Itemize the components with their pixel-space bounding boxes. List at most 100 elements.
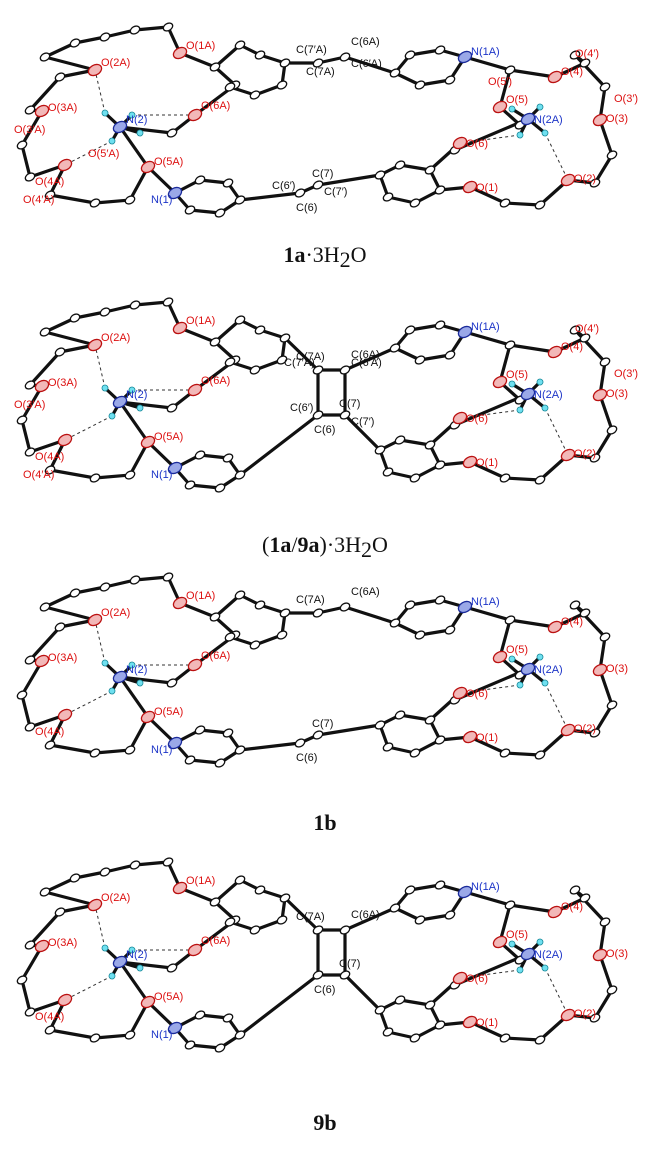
carbon-atom [194, 175, 206, 185]
carbon-atom [312, 180, 324, 190]
carbon-atom [249, 925, 261, 935]
carbon-atom [312, 925, 324, 935]
carbon-atom [569, 50, 581, 60]
carbon-atom [162, 22, 174, 32]
nitrogen-atom [520, 947, 536, 961]
caption-part: 2 [340, 247, 351, 272]
oxygen-atom [452, 971, 468, 985]
hydrogen-atom [516, 131, 524, 139]
nitrogen-atom [457, 885, 473, 899]
nitrogen-atom [112, 395, 128, 409]
carbon-atom [599, 82, 611, 92]
oxygen-atom [452, 686, 468, 700]
carbon-atom [279, 333, 291, 343]
bond [20, 418, 32, 454]
carbon-atom [234, 875, 246, 885]
bond [213, 65, 237, 87]
carbon-atom [194, 725, 206, 735]
hydrogen-bond [459, 409, 521, 419]
atom-label-n2: N(2) [126, 949, 147, 961]
carbon-atom [184, 1040, 196, 1050]
carbon-atom [39, 52, 51, 62]
bond [146, 440, 177, 470]
bond [393, 71, 422, 87]
carbon-atom [24, 1007, 36, 1017]
hydrogen-bond [459, 134, 521, 144]
carbon-atom [339, 52, 351, 62]
carbon-atom [214, 758, 226, 768]
oxygen-atom [592, 388, 608, 402]
carbon-atom [184, 480, 196, 490]
hydrogen-bond [544, 967, 569, 1016]
oxygen-atom [547, 345, 563, 359]
nitrogen-atom [112, 955, 128, 969]
bond [283, 896, 320, 932]
carbon-atom [99, 582, 111, 592]
carbon-atom [424, 165, 436, 175]
carbon-atom [54, 347, 66, 357]
carbon-atom [209, 62, 221, 72]
atom-label-c6: C(6) [314, 984, 335, 996]
hydrogen-atom [136, 964, 144, 972]
carbon-atom [129, 300, 141, 310]
atom-label-n2: N(2) [126, 664, 147, 676]
atom-label-o2a: O(2A) [101, 57, 130, 69]
carbon-atom [249, 90, 261, 100]
carbon-atom [312, 970, 324, 980]
bond [118, 125, 150, 169]
carbon-atom [44, 740, 56, 750]
atom-label-o5: O(5) [506, 644, 528, 656]
carbon-atom [234, 315, 246, 325]
carbon-atom [224, 917, 236, 927]
carbon-atom [249, 365, 261, 375]
hydrogen-bond [459, 969, 521, 979]
oxygen-atom [57, 433, 73, 447]
carbon-atom [606, 150, 618, 160]
bond [468, 185, 507, 205]
atom-label-o2: O(2) [574, 173, 596, 185]
oxygen-atom [140, 435, 156, 449]
carbon-atom [409, 748, 421, 758]
bond [48, 468, 97, 480]
bond [398, 713, 432, 722]
carbon-atom [24, 105, 36, 115]
atom-label-n1: N(1) [151, 194, 172, 206]
bond [468, 1020, 507, 1040]
hydrogen-atom [101, 384, 109, 392]
carbon-atom [214, 483, 226, 493]
oxygen-atom [560, 448, 576, 462]
caption-part: ( [262, 532, 269, 557]
atom-label-n2: N(2) [126, 389, 147, 401]
hydrogen-bond [544, 407, 569, 456]
panel-p2: C(7A)C(6A)C(7′A)C(6′A)C(6′)C(7′)C(7)C(6)… [14, 297, 638, 493]
bond [118, 675, 150, 719]
bond [573, 888, 607, 924]
panel-p1: C(7′A)C(6A)C(7A)C(6′A)C(6′)C(7)C(6)C(7′)… [14, 22, 638, 218]
atom-label-c7a: C(7′A) [296, 44, 327, 56]
oxygen-atom [560, 173, 576, 187]
bond [238, 191, 302, 202]
atom-label-c7a: C(7A) [296, 911, 325, 923]
panel-caption: 9b [313, 1110, 336, 1135]
atom-label-o1: O(1) [476, 182, 498, 194]
bond [20, 143, 32, 179]
hydrogen-bond [64, 975, 113, 1001]
nitrogen-atom [520, 662, 536, 676]
carbon-atom [409, 1033, 421, 1043]
atom-label-c6p: C(6′) [290, 402, 313, 414]
atom-label-n2a: N(2A) [534, 949, 563, 961]
carbon-atom [16, 690, 28, 700]
carbon-atom [434, 45, 446, 55]
oxygen-atom [57, 158, 73, 172]
carbon-atom [569, 325, 581, 335]
bond [238, 741, 302, 752]
carbon-atom [312, 608, 324, 618]
bond [188, 758, 222, 765]
carbon-atom [224, 632, 236, 642]
bond [20, 978, 32, 1014]
carbon-atom [339, 970, 351, 980]
carbon-atom [276, 630, 288, 640]
bond [188, 208, 222, 215]
hydrogen-atom [101, 109, 109, 117]
bond [238, 413, 320, 477]
